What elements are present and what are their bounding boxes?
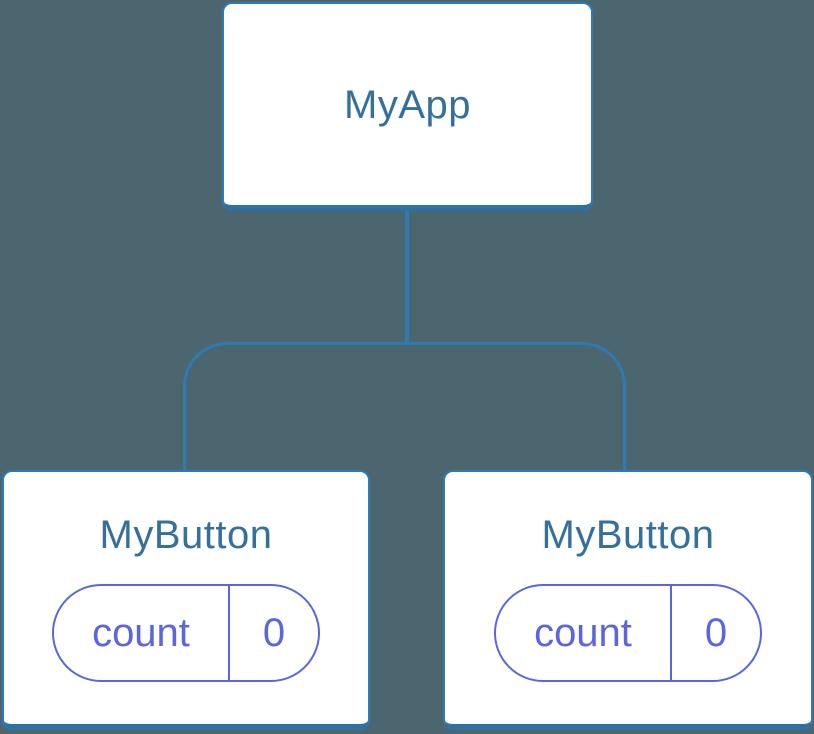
tree-node-child-left: MyButton count 0 [2, 470, 370, 730]
state-value: 0 [262, 610, 286, 655]
node-label: MyButton [541, 513, 715, 557]
tree-node-child-right: MyButton count 0 [443, 470, 813, 730]
tree-node-root: MyApp [222, 2, 593, 211]
node-label: MyApp [344, 82, 471, 127]
root-connector-line [405, 211, 409, 345]
state-value: 0 [704, 610, 728, 655]
node-label: MyButton [99, 513, 273, 557]
state-pill: count 0 [494, 584, 762, 682]
state-pill: count 0 [52, 584, 320, 682]
children-connector-bracket [183, 342, 626, 470]
state-key: count [54, 586, 230, 680]
state-key: count [496, 586, 672, 680]
